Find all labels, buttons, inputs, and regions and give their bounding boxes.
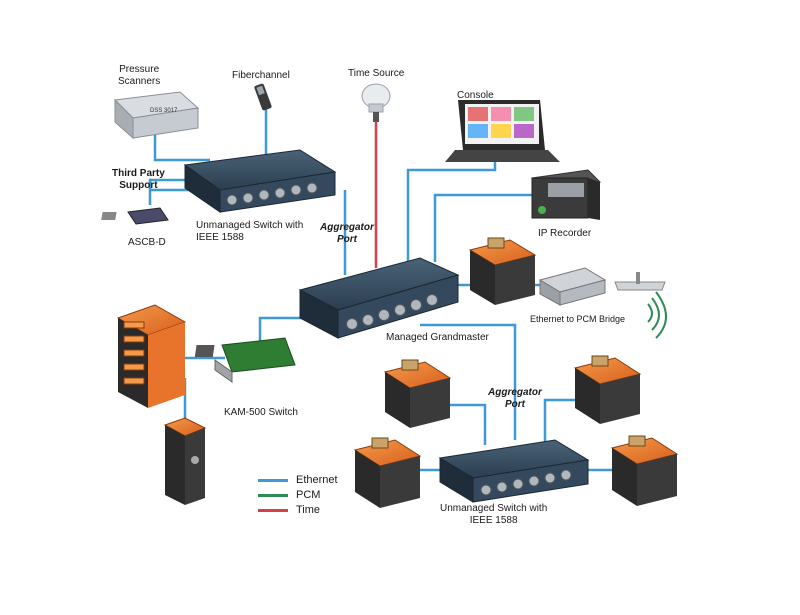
data-module-left-tall [116,304,187,408]
label-ip-recorder: IP Recorder [538,228,592,239]
pressure-scanner-device: DSS 3017 [113,91,200,140]
fiberchannel-device [254,83,272,111]
legend-label-ethernet: Ethernet [296,474,338,486]
kam500-switch-card [194,337,296,383]
label-ethernet-pcm-bridge: Ethernet to PCM Bridge [530,314,626,324]
label-fiberchannel: Fiberchannel [232,70,290,81]
ethernet-pcm-bridge-device [538,267,607,306]
label-aggregator-port-top: Aggregator Port [320,222,374,245]
label-time-source: Time Source [348,68,405,79]
legend-swatch-time [258,508,288,512]
legend-label-time: Time [296,504,321,516]
legend-label-pcm: PCM [296,489,321,501]
unmanaged-switch-top [183,149,337,213]
managed-grandmaster-switch [298,257,460,339]
pcm-antenna-icon [614,272,667,339]
legend-swatch-ethernet [258,478,288,482]
unmanaged-switch-bottom [438,439,590,503]
legend-item-time: Time [258,503,320,517]
data-module-bottom-left-top [383,359,452,428]
legend-swatch-pcm [258,493,288,497]
console-laptop [445,100,560,162]
legend-item-pcm: PCM [258,488,320,502]
ascb-chip [101,207,169,225]
data-module-left-bottom [163,417,207,505]
data-module-bottom-right-top [573,355,642,424]
label-ascb-d: ASCB-D [128,237,166,248]
time-source-antenna [361,83,391,122]
label-aggregator-port-bottom: Aggregator Port [488,387,542,410]
label-managed-grandmaster: Managed Grandmaster [386,332,489,343]
label-unmanaged-switch-bottom: Unmanaged Switch with IEEE 1588 [440,503,548,526]
label-unmanaged-switch-top: Unmanaged Switch with IEEE 1588 [196,220,304,243]
data-module-right-top [468,237,537,305]
ip-recorder-device [530,169,602,220]
label-kam500-switch: KAM-500 Switch [224,407,298,418]
data-module-bottom-right [610,435,679,506]
label-console: Console [457,90,494,101]
scanner-plate-text: DSS 3017 [150,108,178,114]
label-pressure-scanners: Pressure Scanners [118,64,161,87]
legend-item-ethernet: Ethernet [258,473,338,487]
label-third-party-support: Third Party Support [112,168,165,191]
data-module-bottom-left [353,437,422,508]
